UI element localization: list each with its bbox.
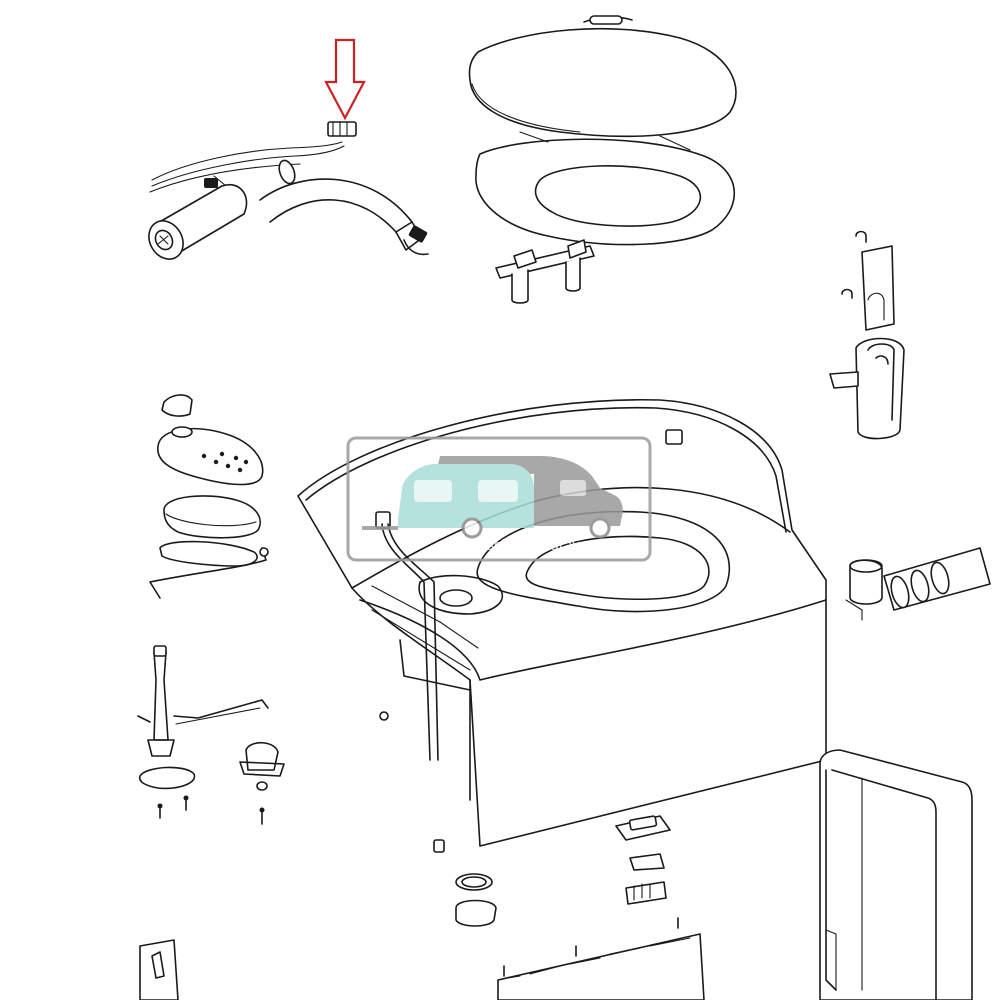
highlight-arrow-icon xyxy=(324,38,366,121)
toilet-lid xyxy=(468,15,737,138)
bottom-panel xyxy=(139,933,705,1000)
valve-handle-parts xyxy=(829,230,905,440)
seat-hinge xyxy=(495,239,595,304)
flush-nozzle-parts xyxy=(149,394,269,599)
control-rod-parts xyxy=(137,645,285,825)
flush-pump-assembly xyxy=(148,121,429,260)
drain-outlet-pipe xyxy=(845,547,991,621)
watermark-text: Schippercaravans.nl xyxy=(484,537,620,554)
small-fittings xyxy=(433,815,679,977)
watermark-logo: Schippercaravans.nl xyxy=(346,436,652,562)
toilet-seat xyxy=(475,131,736,246)
cassette-door xyxy=(819,749,973,1000)
